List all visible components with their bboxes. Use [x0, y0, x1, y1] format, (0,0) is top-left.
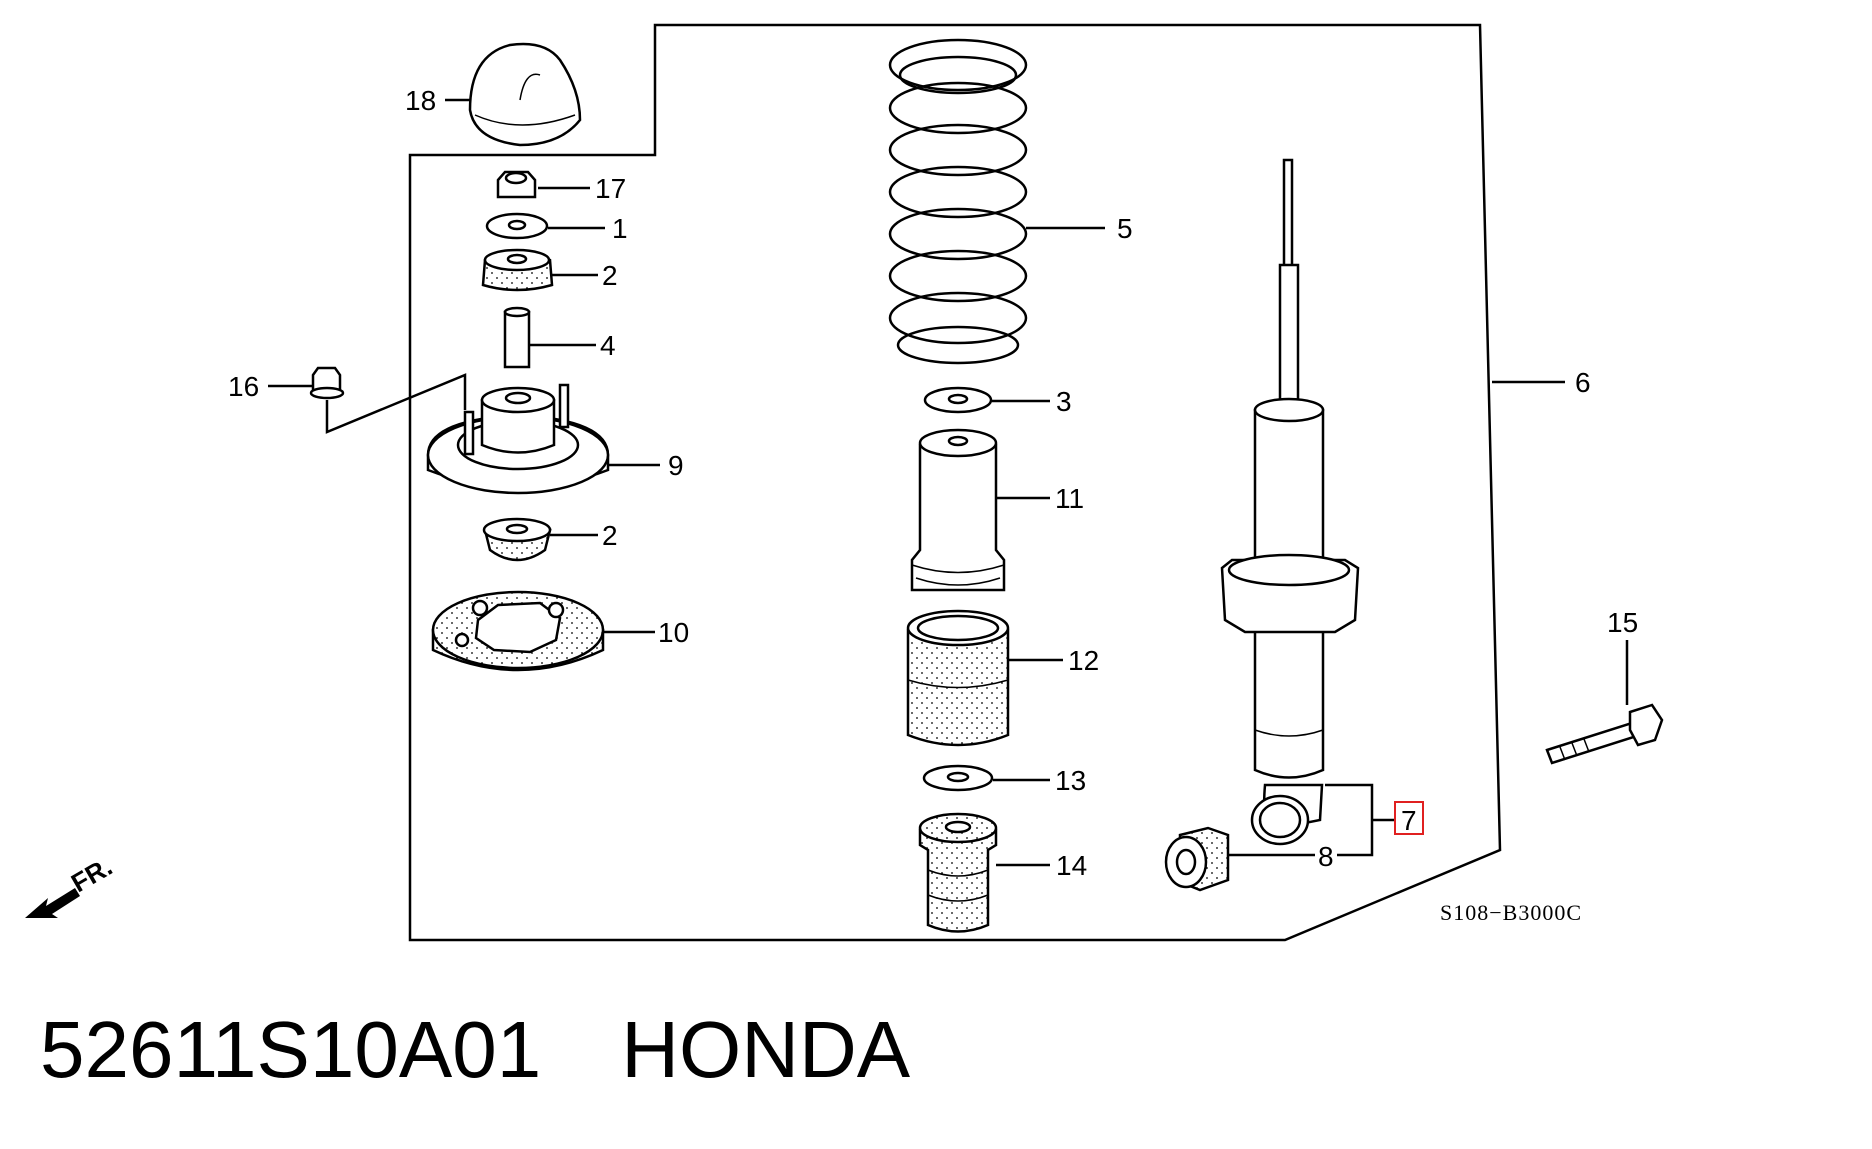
- label-9: 9: [668, 450, 684, 481]
- label-8: 8: [1318, 841, 1334, 872]
- assembly-boundary: [408, 23, 1502, 942]
- part-10-spring-seat: 10: [431, 590, 689, 672]
- label-10: 10: [658, 617, 689, 648]
- part-8-bushing: 8: [1164, 783, 1395, 892]
- label-5: 5: [1117, 213, 1133, 244]
- front-direction-arrow: FR.: [25, 851, 117, 918]
- label-15: 15: [1607, 607, 1638, 638]
- label-3: 3: [1056, 386, 1072, 417]
- part-16-flange-nut: 16: [228, 366, 467, 434]
- part-number: 52611S10A01: [40, 1005, 542, 1094]
- part-2-bushing-lower: 2: [482, 517, 618, 562]
- brand-name: HONDA: [621, 1005, 911, 1094]
- drawing-code: S108−B3000C: [1440, 900, 1582, 925]
- part-17-nut: 17: [496, 170, 626, 204]
- label-13: 13: [1055, 765, 1086, 796]
- part-12-bump-cap: 12: [906, 609, 1099, 747]
- part-4-collar: 4: [503, 306, 616, 369]
- part-3-washer: 3: [923, 386, 1072, 417]
- part-18-cap: 18: [405, 42, 582, 147]
- part-5-coil-spring: 5: [888, 38, 1133, 365]
- part-11-dust-boot: 11: [910, 428, 1084, 592]
- label-16: 16: [228, 371, 259, 402]
- label-1: 1: [612, 213, 628, 244]
- part-7-callout[interactable]: 7: [1394, 801, 1424, 836]
- label-2-lower: 2: [602, 520, 618, 551]
- label-6: 6: [1575, 367, 1591, 398]
- part-6-shock-absorber: 6: [1220, 158, 1591, 846]
- part-9-upper-mount: 9: [426, 383, 684, 495]
- label-18: 18: [405, 85, 436, 116]
- label-12: 12: [1068, 645, 1099, 676]
- part-1-washer: 1: [485, 212, 628, 244]
- part-15-bolt: 15: [1545, 607, 1664, 765]
- label-11: 11: [1055, 483, 1084, 514]
- label-14: 14: [1056, 850, 1087, 881]
- part-14-bump-rubber: 14: [918, 812, 1087, 933]
- part-13-washer: 13: [922, 764, 1086, 796]
- part-2-bushing-upper: 2: [481, 248, 618, 292]
- label-2-upper: 2: [602, 260, 618, 291]
- label-7[interactable]: 7: [1401, 805, 1417, 836]
- label-17: 17: [595, 173, 626, 204]
- label-4: 4: [600, 330, 616, 361]
